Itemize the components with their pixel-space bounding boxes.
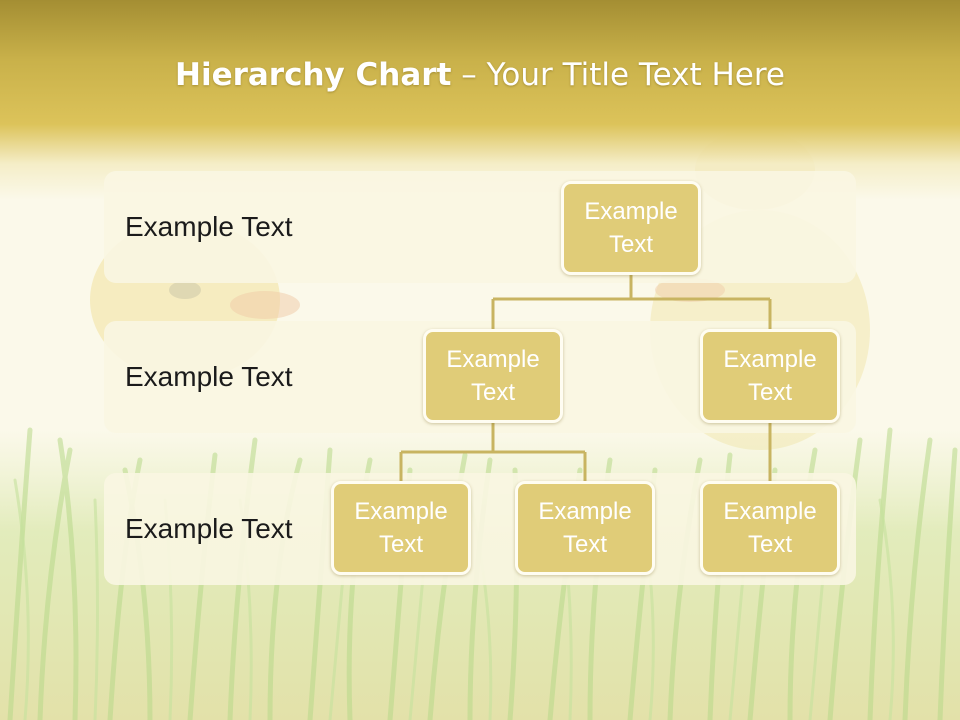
connector-left: [399, 422, 587, 482]
slide-title: Hierarchy Chart – Your Title Text Here: [0, 52, 960, 98]
node-label: Example Text: [538, 498, 632, 558]
slide-title-bold: Hierarchy Chart: [175, 57, 452, 93]
node-level3-a[interactable]: Example Text: [331, 481, 471, 575]
title-band: [0, 0, 960, 200]
node-label: Example Text: [446, 346, 540, 406]
node-level3-c[interactable]: Example Text: [700, 481, 840, 575]
node-level2-left[interactable]: Example Text: [423, 329, 563, 423]
row-label: Example Text: [125, 361, 293, 392]
node-label: Example Text: [354, 498, 448, 558]
node-label: Example Text: [584, 198, 678, 258]
node-label: Example Text: [723, 346, 817, 406]
node-label: Example Text: [723, 498, 817, 558]
slide-title-rest: – Your Title Text Here: [451, 57, 785, 93]
node-root[interactable]: Example Text: [561, 181, 701, 275]
connector-root: [491, 274, 772, 330]
row-band-1: Example Text: [104, 171, 856, 283]
node-level2-right[interactable]: Example Text: [700, 329, 840, 423]
row-label: Example Text: [125, 513, 293, 544]
row-label: Example Text: [125, 211, 293, 242]
node-level3-b[interactable]: Example Text: [515, 481, 655, 575]
